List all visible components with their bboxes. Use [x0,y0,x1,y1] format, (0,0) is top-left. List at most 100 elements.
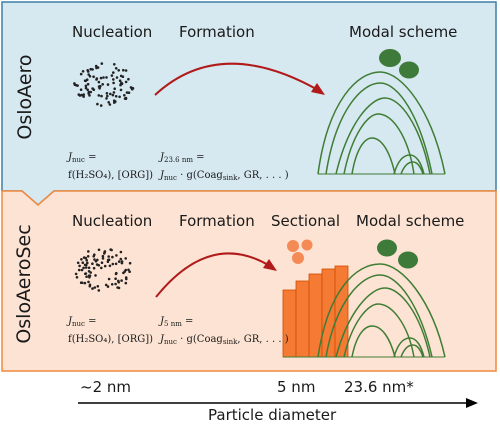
nucleation-particle [99,104,103,107]
nucleation-particle [75,276,79,279]
nucleation-particle [80,268,84,272]
nucleation-particle [114,277,117,281]
top-panel-title: OsloAero [14,54,36,140]
eq-text: · g(Coag [176,170,223,181]
nucleation-particle [108,264,112,268]
nucleation-particle [125,91,129,94]
nucleation-particle [114,262,118,266]
nucleation-particle [91,262,94,266]
nucleation-particle [120,279,123,282]
nucleation-particle [87,73,90,76]
nucleation-particle [101,83,104,86]
bottom-sectional-heading: Sectional [271,212,341,230]
nucleation-particle [115,254,118,257]
eq-subscript: nuc [164,174,177,182]
nucleation-particle [94,274,97,277]
nucleation-particle [74,272,78,276]
nucleation-particle [97,248,101,252]
bottom-nucleation-heading: Nucleation [72,212,153,230]
nucleation-particle [124,281,128,285]
nucleation-particle [79,72,83,76]
nucleation-particle [85,263,88,267]
nucleation-particle [85,259,88,262]
formation-arrowhead-top [311,83,325,95]
nucleation-particle [124,276,128,279]
eq-symbol: J [160,152,165,163]
nucleation-particle [77,93,81,96]
top-formation-equation: J23.6 nm = Jnuc · g(Coagsink, GR, . . . … [160,150,289,186]
nucleation-particle [86,254,90,258]
eq-subscript: 23.6 nm [164,156,193,164]
nucleation-particle [124,96,128,100]
nucleation-particle [95,263,99,266]
nucleation-particle [118,95,121,99]
nucleation-particle [112,81,115,85]
nucleation-particle [87,266,91,270]
nucleation-particle [124,257,127,260]
nucleation-particle [110,283,114,286]
eq-text: = [192,152,205,163]
nucleation-particle [114,67,118,70]
nucleation-particle [119,250,123,254]
eq-text: = [84,152,97,163]
mode-curve [343,303,415,358]
nucleation-particle [131,87,135,90]
nucleation-particle [119,257,123,261]
eq-text: = [181,316,194,327]
mode-blob-top-2 [399,61,419,79]
nucleation-particle [117,280,120,284]
nucleation-particle [127,91,131,94]
nucleation-particle [87,250,90,253]
nucleation-particle [87,274,91,278]
eq-text: f(H₂SO₄), [ORG]) [68,170,154,181]
nucleation-particle [119,88,123,92]
nucleation-particle [112,99,116,102]
mode-curve [317,71,446,175]
mode-blob-top-1 [379,49,401,67]
nucleation-particle [77,268,81,272]
nucleation-particle [110,74,114,77]
nucleation-particle [97,94,101,97]
nucleation-particle [112,71,115,74]
eq-text: · g(Coag [176,334,223,345]
nucleation-particle [80,258,83,261]
nucleation-particle [117,260,121,263]
modal-curves-top [317,71,446,175]
nucleation-particle [80,281,84,285]
bottom-formation-equation: J5 nm = Jnuc · g(Coagsink, GR, . . . ) [160,314,289,350]
eq-symbol: J [160,316,165,327]
nucleation-particles-top [73,62,135,107]
nucleation-particle [87,280,90,284]
eq-subscript: sink [222,174,238,182]
tick-label-23-6nm: 23.6 nm* [344,378,414,396]
nucleation-particle [114,95,118,98]
nucleation-particle [85,275,88,279]
nucleation-particle [127,268,130,272]
nucleation-particle [111,255,114,259]
nucleation-particle [97,80,101,84]
nucleation-particle [93,286,97,289]
nucleation-particle [112,78,115,81]
nucleation-particle [119,74,123,78]
modal-curves-bottom [317,263,446,358]
mode-curve [393,337,425,358]
nucleation-particle [123,270,126,273]
nucleation-particle [82,266,85,270]
nucleation-particle [86,69,89,72]
formation-arrowhead-bottom [263,259,277,271]
nucleation-particle [101,257,105,260]
eq-subscript: 5 nm [164,320,182,328]
nucleation-particle [105,97,108,100]
nucleation-particle [92,254,95,258]
nucleation-particle [128,261,132,265]
nucleation-particle [93,258,96,261]
nucleation-particle [82,95,85,98]
formation-arrow-bottom [155,252,271,298]
tick-label-5nm: 5 nm [277,378,316,396]
bottom-panel-title: OsloAeroSec [13,224,35,344]
nucleation-particle [82,256,86,259]
nucleation-particle [120,261,124,265]
nucleation-particle [94,260,98,263]
nucleation-particle [127,77,130,81]
nucleation-particle [96,285,100,288]
